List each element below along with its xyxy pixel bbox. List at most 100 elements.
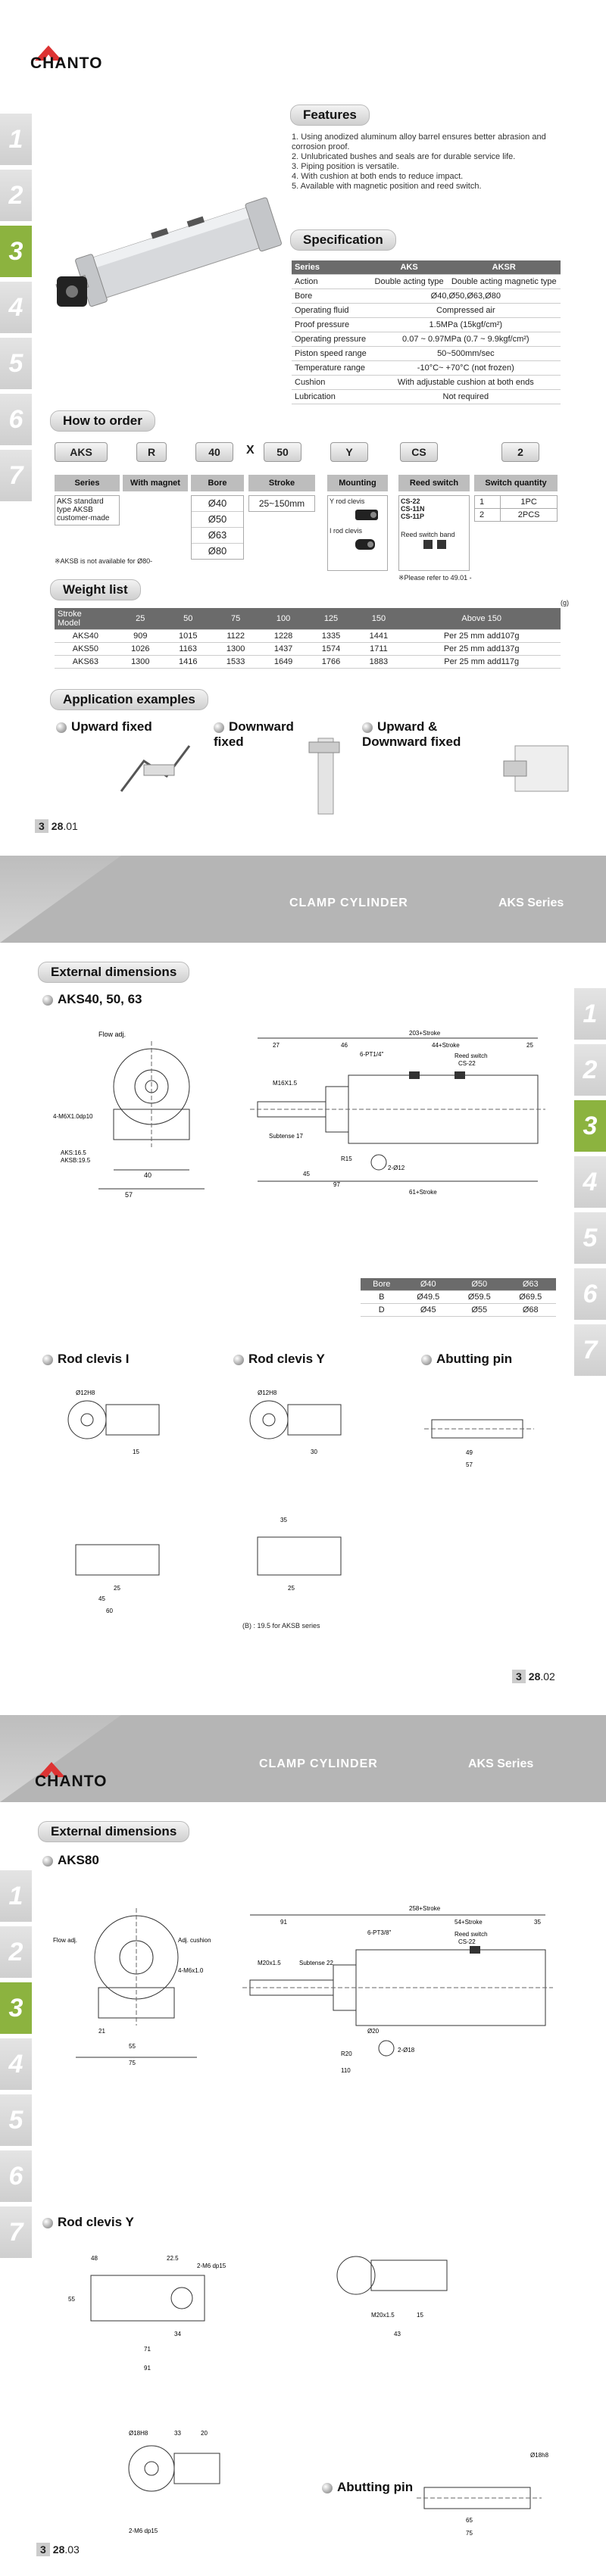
stroke-range: 25~150mm [248,495,315,512]
page-2: CLAMP CYLINDER AKS Series 1 2 3 4 5 6 7 … [0,856,606,1715]
dim-label: 110 [341,2067,351,2074]
tab-4[interactable]: 4 [0,282,32,333]
brand-logo: CHANTO [30,55,103,72]
aks80-pin-drawing: Ø18h8 65 75 [417,2452,549,2537]
reed-band-label: Reed switch band [401,531,455,538]
dim-label: Reed switch [454,1053,488,1059]
weight-cell: 1883 [355,655,403,669]
page-3: CHANTO CLAMP CYLINDER AKS Series 1 2 3 4… [0,1715,606,2576]
tab-6[interactable]: 6 [574,1268,606,1320]
dim-label: M20x1.5 [371,2312,395,2319]
mount-y-label: Y rod clevis [330,497,365,505]
bore-cell: D [361,1303,403,1317]
tab-1[interactable]: 1 [0,1870,32,1922]
dim-label: Flow adj. [98,1031,126,1038]
dim-label: 2-Ø12 [388,1165,405,1171]
weight-head-stroke: Stroke [58,610,82,619]
tab-7[interactable]: 7 [0,2206,32,2258]
aks80-side-view: 258+Stroke 91 54+Stroke 35 M20x1.5 Subte… [242,1905,553,2074]
bore-option: Ø80 [208,545,227,557]
mount-i-label: I rod clevis [330,527,363,535]
sub-abutting-pin: Abutting pin [322,2480,413,2495]
tab-2[interactable]: 2 [0,170,32,221]
bullet-icon [42,994,53,1006]
spec-cell: Operating pressure [292,332,371,347]
tab-2[interactable]: 2 [574,1044,606,1096]
tab-3[interactable]: 3 [0,226,32,277]
spec-cell: Temperature range [292,360,371,376]
banner-series: AKS Series [498,897,564,909]
weight-head: 50 [164,608,212,630]
dim-label: CS-22 [458,1060,476,1067]
spec-cell: Cushion [292,375,371,390]
series-note-box: AKS standard type AKSB customer-made [55,495,120,525]
weight-unit: (g) [561,599,569,607]
tab-5[interactable]: 5 [0,2094,32,2146]
page-num-sub: .03 [64,2543,80,2556]
tab-6[interactable]: 6 [0,2150,32,2202]
spec-title: Specification [290,229,396,251]
spec-cell: Action [292,274,371,289]
dim-label: 4-M6x1.0 [178,1967,204,1974]
rod-clevis-y-icon [355,510,378,520]
banner [0,1715,606,1802]
bullet-icon [42,1354,53,1365]
qty-label: 1PC [500,495,558,509]
tab-1[interactable]: 1 [574,988,606,1040]
weight-cell: AKS63 [55,655,117,669]
spec-cell: Double acting type [370,274,448,289]
rod-clevis-i-drawing: Ø12H8 15 25 45 60 [67,1389,160,1614]
sub-rod-clevis-i: Rod clevis I [42,1352,129,1367]
reed-ref: ※Please refer to 49.01 - [398,574,472,582]
dim-label: 43 [394,2331,401,2337]
dim-label: 57 [466,1461,473,1468]
app-both: Upward & Downward fixed [362,719,498,750]
tab-2[interactable]: 2 [0,1926,32,1978]
reed-band-icon [423,540,446,549]
spec-cell: 50~500mm/sec [370,346,561,361]
tab-6[interactable]: 6 [0,394,32,445]
tab-4[interactable]: 4 [0,2038,32,2090]
order-code-stroke: 50 [264,442,301,462]
ext-dim-title: External dimensions [38,962,190,983]
dim-label: 45 [303,1171,310,1177]
tab-3[interactable]: 3 [574,1100,606,1152]
abutting-pin-drawing: 49 57 [424,1419,534,1468]
app-upward: Upward fixed [56,719,152,734]
order-head-magnet: With magnet [123,475,188,491]
tab-1[interactable]: 1 [0,114,32,165]
feature-item: 3. Piping position is versatile. [292,162,399,171]
tab-5[interactable]: 5 [574,1212,606,1264]
series-note: AKS standard type AKSB customer-made [57,497,110,522]
app-label: Downward fixed [214,719,294,749]
weight-cell: 1300 [116,655,164,669]
feature-item: 2. Unlubricated bushes and seals are for… [292,152,516,161]
bore-cell: Ø69.5 [504,1290,556,1304]
dim-label: Reed switch [454,1931,488,1938]
reed-code: CS-22 [401,497,420,505]
dim-label: 60 [106,1608,113,1614]
dim-label: M20x1.5 [258,1960,281,1966]
banner [0,856,606,943]
tab-7[interactable]: 7 [0,450,32,501]
bore-option: Ø40 [192,496,243,512]
weight-head: 100 [259,608,308,630]
tab-7[interactable]: 7 [574,1324,606,1376]
dim-label: 25 [114,1585,120,1592]
dim-label: AKS:16.5 [61,1149,86,1156]
tab-3[interactable]: 3 [0,1982,32,2034]
weight-cell: AKS50 [55,642,117,656]
page-num-sub: .02 [540,1670,555,1683]
bullet-icon [322,2482,333,2493]
dim-label: 21 [98,2028,105,2035]
dim-label: 25 [288,1585,295,1592]
aks80-clevis-top: M20x1.5 15 43 [336,2256,448,2337]
tab-5[interactable]: 5 [0,338,32,389]
dim-label: 2-Ø18 [398,2047,415,2054]
tab-4[interactable]: 4 [574,1156,606,1208]
dim-label: 71 [144,2346,151,2353]
